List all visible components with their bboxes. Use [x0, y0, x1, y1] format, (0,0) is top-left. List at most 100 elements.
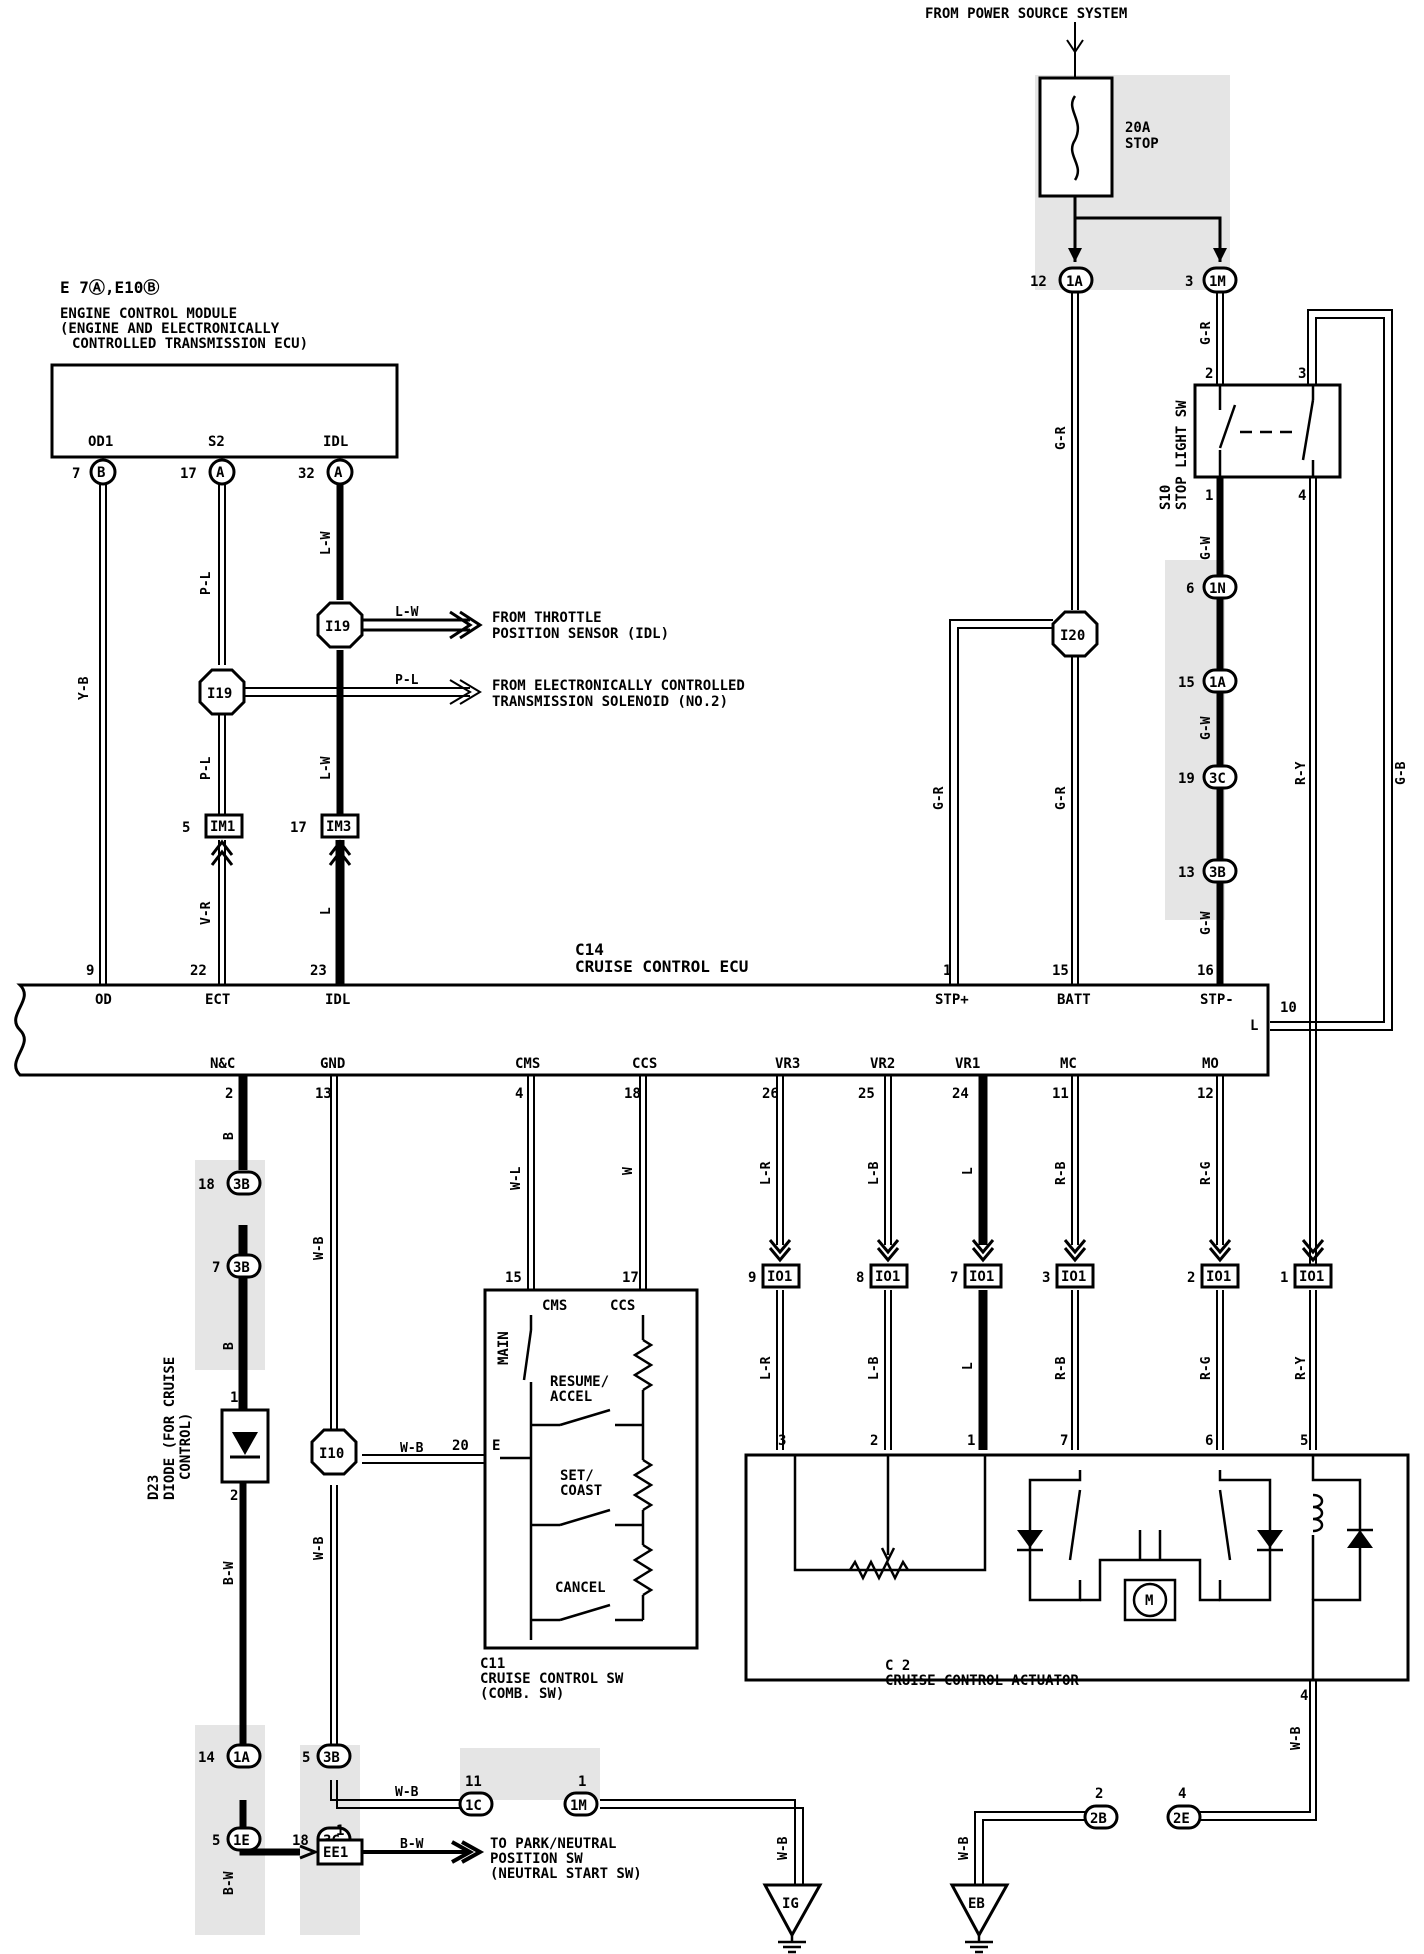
svg-text:D23: D23 [146, 1475, 162, 1500]
svg-text:4: 4 [515, 1086, 523, 1102]
svg-text:18: 18 [624, 1086, 641, 1102]
svg-text:2: 2 [870, 1433, 878, 1449]
svg-text:L-W: L-W [395, 605, 419, 620]
diode-icon [232, 1432, 258, 1455]
svg-text:COAST: COAST [560, 1483, 602, 1499]
svg-text:12: 12 [1030, 274, 1047, 290]
svg-text:15: 15 [1052, 963, 1069, 979]
svg-text:BATT: BATT [1057, 992, 1091, 1008]
svg-text:24: 24 [952, 1086, 969, 1102]
svg-text:2: 2 [230, 1488, 238, 1504]
svg-text:(NEUTRAL START SW): (NEUTRAL START SW) [490, 1866, 642, 1882]
svg-text:ECT: ECT [205, 992, 230, 1008]
svg-text:5: 5 [302, 1750, 310, 1766]
svg-text:B-W: B-W [222, 1871, 237, 1895]
fuse-name: STOP [1125, 136, 1159, 152]
svg-text:7: 7 [72, 466, 80, 482]
svg-text:1: 1 [230, 1390, 238, 1406]
svg-text:E: E [492, 1438, 500, 1454]
junction-i20 [1051, 610, 1099, 658]
svg-text:B: B [222, 1342, 237, 1350]
junction-i19-upper [316, 601, 364, 649]
engine-control-module [50, 363, 399, 459]
svg-text:VR2: VR2 [870, 1056, 895, 1072]
fuse-rating: 20A [1125, 120, 1151, 136]
svg-text:5: 5 [1300, 1433, 1308, 1449]
svg-text:R-G: R-G [1199, 1161, 1214, 1185]
svg-text:IM3: IM3 [326, 819, 351, 835]
cruise-control-switch [483, 1288, 699, 1650]
svg-text:3C: 3C [1209, 771, 1226, 787]
svg-text:P-L: P-L [199, 756, 214, 780]
svg-text:13: 13 [315, 1086, 332, 1102]
svg-text:16: 16 [1197, 963, 1214, 979]
svg-text:L: L [1250, 1018, 1258, 1034]
svg-text:MO: MO [1202, 1056, 1219, 1072]
svg-text:2: 2 [1205, 366, 1213, 382]
svg-text:CRUISE CONTROL ECU: CRUISE CONTROL ECU [575, 957, 748, 976]
svg-text:RESUME/: RESUME/ [550, 1374, 609, 1390]
svg-text:1A: 1A [1066, 274, 1083, 290]
svg-text:18: 18 [292, 1833, 309, 1849]
svg-text:CRUISE CONTROL ACTUATOR: CRUISE CONTROL ACTUATOR [885, 1673, 1079, 1689]
svg-text:C11: C11 [480, 1656, 505, 1672]
svg-text:1: 1 [967, 1433, 975, 1449]
svg-text:IO1: IO1 [1206, 1269, 1231, 1285]
svg-text:L: L [319, 907, 334, 915]
svg-text:W-L: W-L [509, 1166, 524, 1190]
svg-text:G-R: G-R [1199, 321, 1214, 345]
svg-text:N&C: N&C [210, 1056, 235, 1072]
svg-text:1M: 1M [570, 1798, 587, 1814]
svg-text:4: 4 [1178, 1786, 1186, 1802]
svg-text:EE1: EE1 [323, 1845, 348, 1861]
svg-text:23: 23 [310, 963, 327, 979]
svg-text:L-R: L-R [759, 1356, 774, 1380]
svg-text:32: 32 [298, 466, 315, 482]
svg-text:IO1: IO1 [767, 1269, 792, 1285]
svg-text:4: 4 [1300, 1688, 1308, 1704]
svg-text:R-G: R-G [1199, 1356, 1214, 1380]
svg-text:5: 5 [212, 1833, 220, 1849]
svg-text:P-L: P-L [395, 673, 419, 688]
svg-text:R-B: R-B [1054, 1161, 1069, 1185]
svg-text:POSITION SW: POSITION SW [490, 1851, 583, 1867]
svg-text:W-B: W-B [400, 1441, 424, 1456]
svg-text:CCS: CCS [632, 1056, 657, 1072]
svg-text:IO1: IO1 [875, 1269, 900, 1285]
svg-text:10: 10 [1280, 1000, 1297, 1016]
ground-eb [949, 1883, 1010, 1939]
svg-text:W-B: W-B [957, 1836, 972, 1860]
junction-i10 [310, 1428, 358, 1476]
svg-text:OD: OD [95, 992, 112, 1008]
switch-internals [500, 1315, 654, 1640]
svg-text:1A: 1A [233, 1750, 250, 1766]
svg-text:IO1: IO1 [1299, 1269, 1324, 1285]
svg-text:B-W: B-W [222, 1561, 237, 1585]
svg-text:Y-B: Y-B [77, 676, 92, 700]
svg-text:17: 17 [622, 1270, 639, 1286]
svg-text:IO1: IO1 [969, 1269, 994, 1285]
svg-text:7: 7 [212, 1260, 220, 1276]
svg-text:1: 1 [1205, 488, 1213, 504]
svg-text:G-R: G-R [1054, 786, 1069, 810]
svg-text:B-W: B-W [400, 1837, 424, 1852]
svg-text:7: 7 [950, 1270, 958, 1286]
svg-text:L-B: L-B [867, 1356, 882, 1380]
svg-text:TO PARK/NEUTRAL: TO PARK/NEUTRAL [490, 1836, 616, 1852]
svg-text:CCS: CCS [610, 1298, 635, 1314]
svg-text:3B: 3B [233, 1260, 250, 1276]
ecm-wires [99, 484, 345, 985]
svg-text:G-W: G-W [1199, 536, 1214, 560]
svg-text:18: 18 [198, 1177, 215, 1193]
svg-text:L: L [961, 1167, 976, 1175]
svg-text:S10: S10 [1158, 485, 1174, 510]
svg-text:(COMB. SW): (COMB. SW) [480, 1686, 564, 1702]
ecm-ref: E 7Ⓐ,E10Ⓑ [60, 278, 159, 297]
svg-text:CRUISE CONTROL SW: CRUISE CONTROL SW [480, 1671, 624, 1687]
cruise-control-ecu [14, 983, 1270, 1077]
svg-text:4: 4 [1298, 488, 1306, 504]
svg-text:W-B: W-B [395, 1785, 419, 1800]
